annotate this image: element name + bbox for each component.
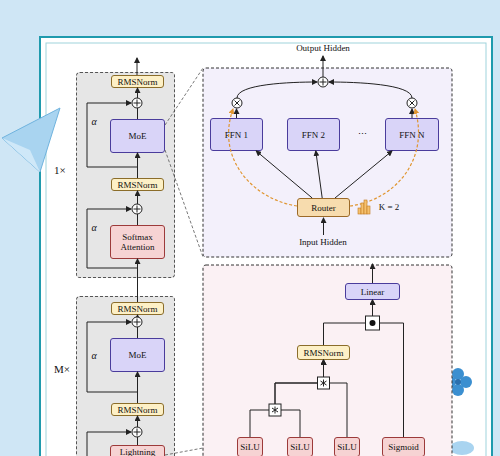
gate-symbol [370,320,376,326]
flow-connector [373,300,404,437]
flow-connector [275,360,324,437]
norm-box: RMSNorm [111,302,164,315]
flow-connector [250,360,324,437]
box-label: RMSNorm [117,77,157,87]
box-label: MoE [129,131,147,141]
activation-box: Sigmoid [382,437,425,456]
norm-box: RMSNorm [111,403,164,416]
product-symbol [321,380,327,387]
scale-label: α [89,350,99,361]
add-symbol [320,79,327,86]
flow-connector [256,151,312,198]
output-arrow [372,264,373,283]
bar [361,203,364,214]
box-label: RMSNorm [117,180,157,190]
attention-box: Softmax Attention [110,225,165,259]
paper-plane [2,108,60,172]
activation-box: SiLU [237,437,263,456]
moe-box: MoE [110,119,165,153]
box-label: Linear [361,287,384,297]
layer-block: 1×RMSNormMoERMSNormSoftmax Attention [76,72,175,278]
box-label: MoE [129,350,147,360]
expert-box: FFN 1 [210,118,263,151]
lightning-detail-panel [203,265,452,456]
flower-center [455,379,461,385]
box-label: FFN 1 [225,130,248,140]
scale-label: α [89,222,99,233]
flow-connector [324,300,373,345]
sum-line [237,82,317,98]
expert-output [412,109,413,118]
box-label: SiLU [337,442,357,452]
frame [40,37,492,456]
flow-connector [335,151,392,198]
linear-box: Linear [345,283,400,300]
norm-box: RMSNorm [111,75,164,88]
multiply-symbol [407,98,417,108]
box-label: RMSNorm [117,304,157,314]
multiply-symbol [235,101,240,106]
multiply-symbol [410,101,415,106]
flower [444,368,472,396]
block-repeat-label: 1× [54,164,66,176]
attention-box: Lightning [110,445,165,456]
ellipsis: ⋯ [352,129,372,139]
bar [367,206,370,214]
box-label: FFN 2 [302,130,325,140]
box-label: RMSNorm [117,405,157,415]
flower-petal [452,368,464,380]
io-label: Output Hidden [283,43,363,53]
bar [364,200,367,214]
add-symbol [318,77,328,87]
moe-detail-panel [203,68,452,257]
product-symbol [272,407,278,414]
flow-connector [316,151,322,198]
output-arrow [323,56,324,77]
flower-petal [452,384,464,396]
flow-connector [324,360,348,437]
box-label: Softmax Attention [111,232,164,252]
topk-icon [358,200,370,214]
norm-box: RMSNorm [111,178,164,191]
box-label: RMSNorm [303,348,343,358]
input-arrow [323,218,324,235]
activation-box: SiLU [287,437,313,456]
box-label: Sigmoid [388,442,419,452]
moe-box: MoE [110,338,165,372]
expert-box: FFN N [385,118,439,151]
sum-line [329,82,412,98]
box-label: SiLU [240,442,260,452]
flower-petal [444,376,456,388]
expert-box: FFN 2 [287,118,340,151]
router-box: Router [297,198,350,217]
box-label: FFN N [399,130,424,140]
flower-petal [460,376,472,388]
paper-plane-fold [2,138,40,172]
box-label: SiLU [290,442,310,452]
layer-block: M×RMSNormMoERMSNormLightning [76,296,175,456]
expert-output [236,109,237,118]
decor-blob [450,441,474,455]
topk-label: K = 2 [372,202,406,212]
product-symbol [269,404,281,416]
block-repeat-label: M× [54,363,70,375]
scale-label: α [89,116,99,127]
product-symbol [318,377,330,389]
box-label: Router [311,203,336,213]
box-label: Lightning [120,447,156,456]
norm-box: RMSNorm [297,345,350,360]
bar [358,208,361,214]
io-label: Input Hidden [283,237,363,247]
gate-symbol [366,316,380,330]
activation-box: SiLU [334,437,360,456]
multiply-symbol [232,98,242,108]
